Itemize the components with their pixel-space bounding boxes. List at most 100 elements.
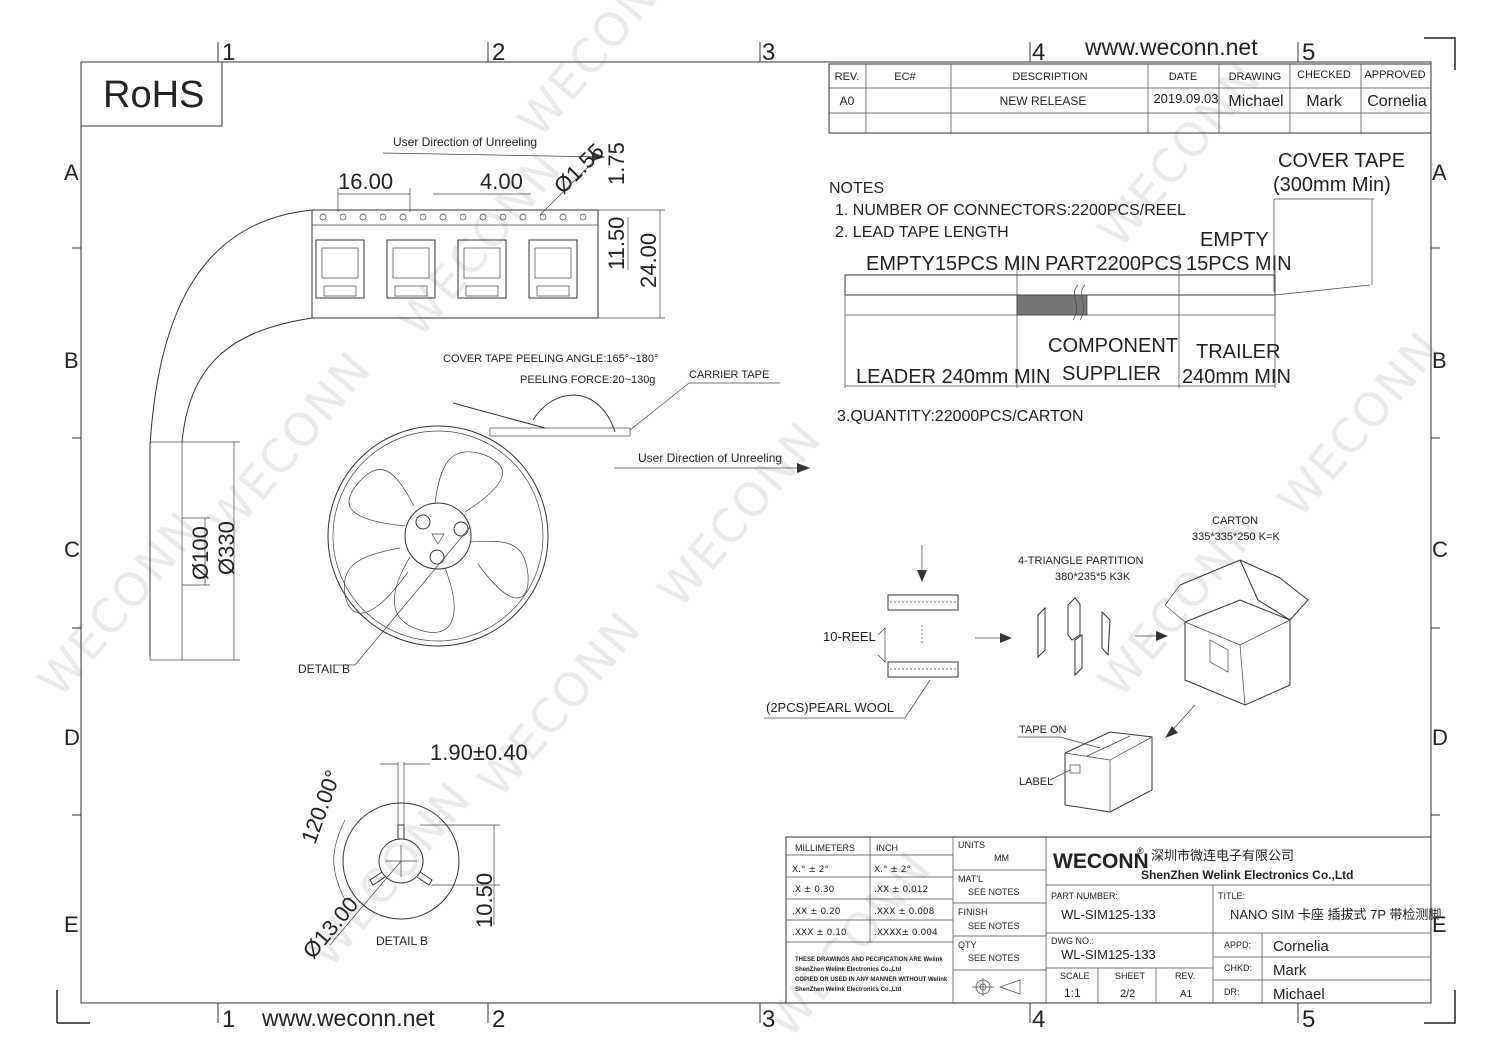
col-label: 3 bbox=[762, 39, 775, 66]
qty-label: QTY bbox=[958, 940, 977, 950]
watermark: WECONN bbox=[757, 841, 942, 1047]
dr-label: DR: bbox=[1224, 987, 1240, 997]
carton-quantity: 3.QUANTITY:22000PCS/CARTON bbox=[837, 408, 1084, 425]
rev-value: A1 bbox=[1180, 989, 1193, 1000]
tape-direction-label: User Direction of Unreeling bbox=[393, 135, 537, 149]
hole-pitch: 4.00 bbox=[480, 169, 523, 194]
partition-label: 4-TRIANGLE PARTITION bbox=[1018, 555, 1144, 567]
edge-distance: 1.75 bbox=[604, 142, 629, 185]
scale-label: SCALE bbox=[1060, 971, 1090, 981]
drawing-border bbox=[80, 61, 1432, 1004]
disclaimer-line: COPIED OR USED IN ANY MANNER WITHOUT Wel… bbox=[795, 977, 948, 983]
disclaimer-line: THESE DRAWINGS AND PECIFICATION ARE Weli… bbox=[795, 957, 943, 963]
tape-on-label: TAPE ON bbox=[1019, 724, 1067, 736]
tol-mm: .XX ± 0.20 bbox=[792, 907, 841, 917]
peel-angle: COVER TAPE PEELING ANGLE:165°~180° bbox=[443, 353, 658, 365]
grid-ticks bbox=[72, 42, 1440, 1023]
peel-force: PEELING FORCE:20~130g bbox=[520, 374, 655, 386]
col-label: 4 bbox=[1032, 1006, 1045, 1033]
supplier-label: SUPPLIER bbox=[1062, 363, 1161, 385]
carrier-tape-view: User Direction of Unreeling 16.00 4.00 Ø… bbox=[149, 135, 665, 661]
inner-distance: 11.50 bbox=[604, 217, 629, 270]
reel-direction-label: User Direction of Unreeling bbox=[638, 451, 782, 465]
company-name-en: ShenZhen Welink Electronics Co.,Ltd bbox=[1141, 868, 1353, 882]
corner-marks bbox=[56, 37, 1456, 1024]
disclaimer-line: ShenZhen Welink Electronics Co.,Ltd bbox=[795, 987, 902, 993]
dwg-number: WL-SIM125-133 bbox=[1061, 947, 1156, 962]
appd-value: Cornelia bbox=[1273, 938, 1330, 955]
empty-right-count: 15PCS MIN bbox=[1186, 253, 1292, 275]
col-label: 3 bbox=[762, 1006, 775, 1033]
rev-header: DESCRIPTION bbox=[1012, 71, 1087, 83]
rev-cell: 2019.09.03 bbox=[1153, 91, 1218, 106]
watermark: WECONN bbox=[507, 0, 692, 147]
tol-in: .XXX ± 0.008 bbox=[874, 907, 935, 917]
col-label: 5 bbox=[1302, 1006, 1315, 1033]
site-url-bottom[interactable]: www.weconn.net bbox=[261, 1005, 435, 1031]
cover-tape-label: COVER TAPE bbox=[1278, 150, 1405, 172]
rev-header: EC# bbox=[894, 71, 916, 83]
sheet-value: 2/2 bbox=[1120, 988, 1135, 1000]
row-label: E bbox=[1432, 912, 1447, 937]
rohs-box bbox=[80, 61, 223, 127]
reel-front-view: COVER TAPE PEELING ANGLE:165°~180° PEELI… bbox=[298, 353, 810, 676]
slot-width: 1.90±0.40 bbox=[430, 740, 528, 765]
rev-label: REV. bbox=[1175, 971, 1195, 981]
sheet-label: SHEET bbox=[1115, 971, 1146, 981]
watermark: WECONN bbox=[647, 411, 832, 617]
col-label: 1 bbox=[222, 39, 235, 66]
rev-cell: NEW RELEASE bbox=[1000, 94, 1087, 108]
reel-diameter: Ø330 bbox=[214, 521, 239, 575]
col-label: 2 bbox=[492, 39, 505, 66]
material-value: SEE NOTES bbox=[968, 887, 1020, 897]
title-label: TITLE: bbox=[1218, 891, 1245, 901]
rohs-mark: RoHS bbox=[103, 74, 204, 116]
rev-header: DRAWING bbox=[1229, 71, 1282, 83]
col-label: 1 bbox=[222, 1006, 235, 1033]
appd-label: APPD: bbox=[1224, 940, 1251, 950]
row-label: B bbox=[64, 348, 79, 373]
tol-in: X.° ± 2° bbox=[874, 865, 911, 875]
watermark: WECONN bbox=[197, 341, 382, 547]
detail-b-callout: DETAIL B bbox=[298, 662, 350, 676]
mm-header: MILLIMETERS bbox=[795, 843, 855, 853]
dwg-label: DWG NO.: bbox=[1051, 936, 1094, 946]
dr-value: Michael bbox=[1273, 986, 1325, 1003]
col-label: 5 bbox=[1302, 39, 1315, 66]
row-label: C bbox=[64, 537, 80, 562]
label-label: LABEL bbox=[1019, 776, 1053, 788]
row-label: B bbox=[1432, 348, 1447, 373]
notes-title: NOTES bbox=[829, 180, 884, 197]
tol-mm: .X ± 0.30 bbox=[792, 885, 835, 895]
row-label: D bbox=[1432, 725, 1448, 750]
tape-width: 24.00 bbox=[636, 233, 661, 288]
rev-header: REV. bbox=[835, 71, 860, 83]
registered-mark-icon: ® bbox=[1137, 846, 1144, 856]
part-count: PART2200PCS bbox=[1045, 253, 1182, 275]
inch-header: INCH bbox=[876, 843, 898, 853]
scale-value: 1:1 bbox=[1064, 986, 1081, 1000]
rev-cell: A0 bbox=[840, 94, 855, 108]
partition-size: 380*235*5 K3K bbox=[1055, 571, 1131, 583]
disclaimer-line: ShenZhen Welink Electronics Co.,Ltd bbox=[795, 967, 902, 973]
drawing-title: NANO SIM 卡座 插拔式 7P 带检测脚 bbox=[1230, 907, 1441, 922]
hub-diameter: Ø100 bbox=[188, 526, 213, 580]
carton-label: CARTON bbox=[1212, 515, 1258, 527]
rev-header: APPROVED bbox=[1364, 69, 1425, 81]
qty-value: SEE NOTES bbox=[968, 953, 1020, 963]
rev-cell: Cornelia bbox=[1367, 93, 1427, 110]
note-item: 1. NUMBER OF CONNECTORS:2200PCS/REEL bbox=[835, 202, 1186, 219]
site-url-top[interactable]: www.weconn.net bbox=[1084, 34, 1258, 60]
trailer-length: 240mm MIN bbox=[1182, 366, 1291, 388]
chkd-label: CHKD: bbox=[1224, 963, 1252, 973]
packing-section: CARTON 335*335*250 K=K 4-TRIANGLE PARTIT… bbox=[764, 515, 1309, 813]
watermark: WECONN bbox=[1267, 321, 1452, 527]
rev-cell: Michael bbox=[1228, 93, 1283, 110]
brand-logo: WECONN bbox=[1053, 850, 1149, 873]
tape-pitch: 16.00 bbox=[338, 169, 393, 194]
detail-b-label: DETAIL B bbox=[376, 934, 428, 948]
material-label: MAT'L bbox=[958, 874, 983, 884]
units-label: UNITS bbox=[958, 840, 985, 850]
key-length: 10.50 bbox=[472, 873, 497, 928]
